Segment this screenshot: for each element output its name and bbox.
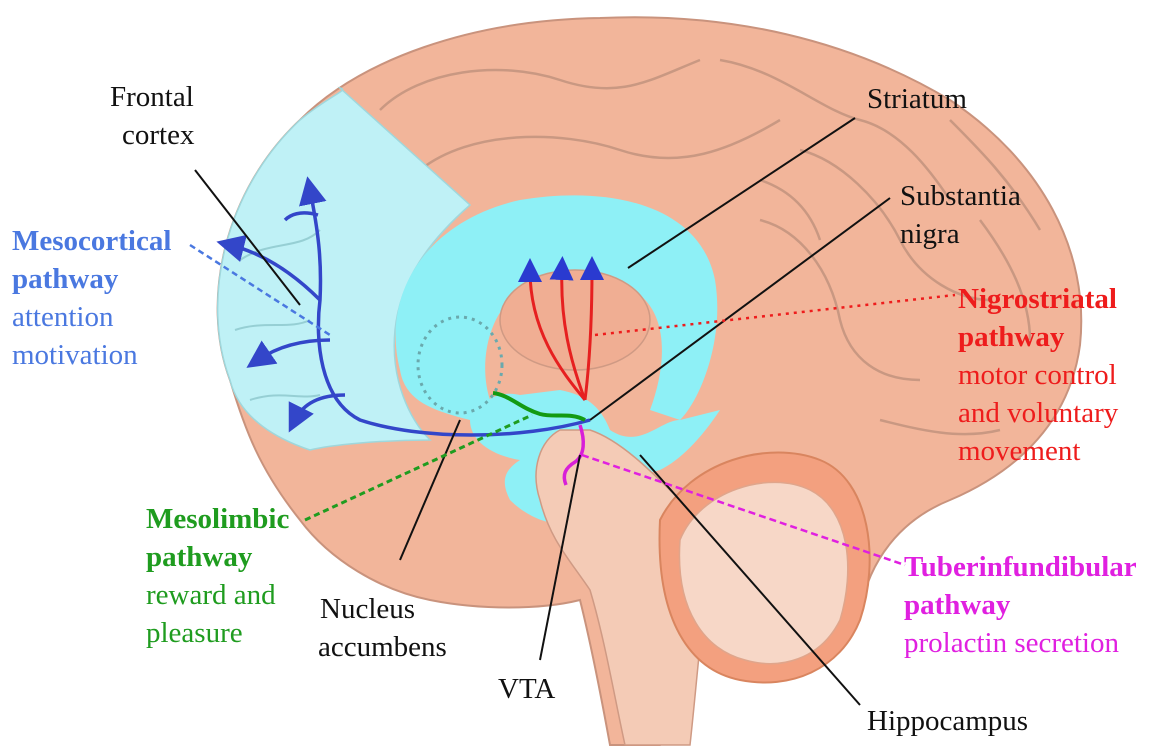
nucleus-accumbens-label-line-1: Nucleus	[318, 590, 447, 628]
nigrostriatal-name-line-1: Nigrostriatal	[958, 280, 1118, 318]
tuberinfundibular-pathway-label: Tuberinfundibular pathway prolactin secr…	[904, 548, 1137, 662]
striatum-label: Striatum	[867, 80, 967, 118]
hippocampus-label: Hippocampus	[867, 702, 1028, 740]
mesocortical-name-line-1: Mesocortical	[12, 222, 171, 260]
tuberinfundibular-name-line-2: pathway	[904, 586, 1137, 624]
nigrostriatal-function-line-2: and voluntary	[958, 394, 1118, 432]
nigrostriatal-function-line-1: motor control	[958, 356, 1118, 394]
mesolimbic-function-line-2: pleasure	[146, 614, 289, 652]
tuberinfundibular-function-line-1: prolactin secretion	[904, 624, 1137, 662]
nigrostriatal-function-line-3: movement	[958, 432, 1118, 470]
mesolimbic-function-line-1: reward and	[146, 576, 289, 614]
nucleus-accumbens-label: Nucleus accumbens	[318, 590, 447, 666]
frontal-cortex-label-line-2: cortex	[110, 116, 194, 154]
mesocortical-function-line-2: motivation	[12, 336, 171, 374]
substantia-nigra-label: Substantia nigra	[900, 177, 1021, 253]
mesocortical-function-line-1: attention	[12, 298, 171, 336]
nigrostriatal-name-line-2: pathway	[958, 318, 1118, 356]
mesocortical-pathway-label: Mesocortical pathway attention motivatio…	[12, 222, 171, 374]
substantia-nigra-label-line-1: Substantia	[900, 177, 1021, 215]
mesolimbic-name-line-1: Mesolimbic	[146, 500, 289, 538]
frontal-cortex-label-line-1: Frontal	[110, 78, 194, 116]
substantia-nigra-label-line-2: nigra	[900, 215, 1021, 253]
striatum-label-text: Striatum	[867, 80, 967, 118]
vta-label-text: VTA	[498, 670, 555, 708]
frontal-cortex-label: Frontal cortex	[110, 78, 194, 154]
mesocortical-name-line-2: pathway	[12, 260, 171, 298]
nigrostriatal-pathway-label: Nigrostriatal pathway motor control and …	[958, 280, 1118, 470]
nucleus-accumbens-label-line-2: accumbens	[318, 628, 447, 666]
mesolimbic-pathway-label: Mesolimbic pathway reward and pleasure	[146, 500, 289, 652]
hippocampus-label-text: Hippocampus	[867, 702, 1028, 740]
tuberinfundibular-name-line-1: Tuberinfundibular	[904, 548, 1137, 586]
thalamus	[500, 270, 650, 370]
mesolimbic-name-line-2: pathway	[146, 538, 289, 576]
vta-label: VTA	[498, 670, 555, 708]
